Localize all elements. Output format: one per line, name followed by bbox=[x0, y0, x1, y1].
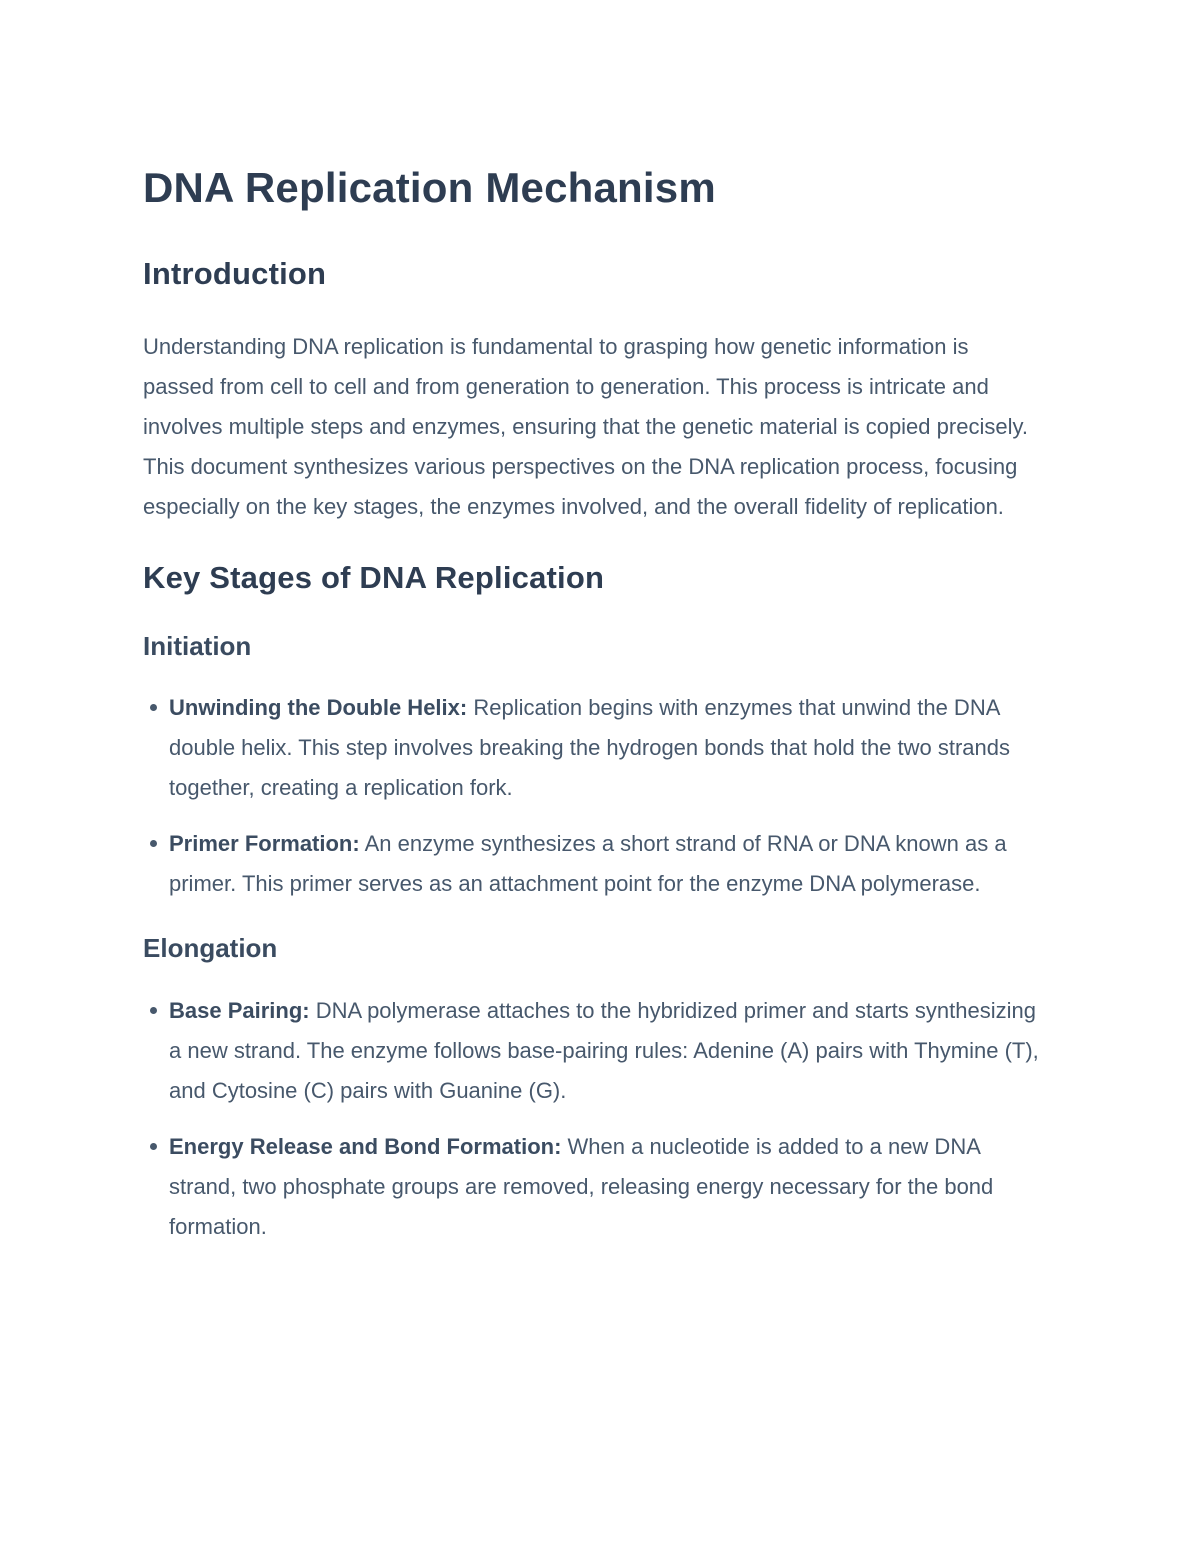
list-item: Base Pairing: DNA polymerase attaches to… bbox=[143, 991, 1055, 1111]
list-item-text: Base Pairing: DNA polymerase attaches to… bbox=[169, 991, 1049, 1111]
bullet-dot-icon bbox=[150, 1006, 157, 1014]
bullet-dot-icon bbox=[150, 840, 157, 848]
document-content: DNA Replication Mechanism Introduction U… bbox=[143, 163, 1055, 1247]
bullet-dot-icon bbox=[150, 1142, 157, 1150]
intro-heading: Introduction bbox=[143, 256, 327, 292]
elongation-bullet-list: Base Pairing: DNA polymerase attaches to… bbox=[143, 991, 1055, 1247]
list-item-body: DNA polymerase attaches to the hybridize… bbox=[169, 997, 1039, 1103]
list-item-lead: Energy Release and Bond Formation: bbox=[169, 1133, 562, 1159]
list-item-body: Replication begins with enzymes that unw… bbox=[169, 695, 1011, 801]
list-item-lead: Primer Formation: bbox=[169, 831, 360, 857]
intro-paragraph: Understanding DNA replication is fundame… bbox=[143, 333, 1028, 519]
subsection-heading-initiation: Initiation bbox=[143, 630, 252, 661]
bullet-dot-icon bbox=[150, 704, 157, 712]
subsection-heading-elongation: Elongation bbox=[143, 933, 278, 964]
list-item: Primer Formation: An enzyme synthesizes … bbox=[143, 824, 1055, 904]
list-item: Energy Release and Bond Formation: When … bbox=[143, 1127, 1055, 1247]
list-item-text: Energy Release and Bond Formation: When … bbox=[169, 1127, 1049, 1247]
list-item-lead: Base Pairing: bbox=[169, 997, 310, 1023]
key-stages-heading: Key Stages of DNA Replication bbox=[143, 559, 605, 595]
document-title: DNA Replication Mechanism bbox=[143, 164, 716, 211]
list-item-text: Primer Formation: An enzyme synthesizes … bbox=[169, 824, 1049, 904]
list-item: Unwinding the Double Helix: Replication … bbox=[143, 688, 1055, 808]
initiation-bullet-list: Unwinding the Double Helix: Replication … bbox=[143, 688, 1055, 904]
list-item-body: An enzyme synthesizes a short strand of … bbox=[169, 831, 1007, 897]
list-item-lead: Unwinding the Double Helix: bbox=[169, 695, 468, 721]
list-item-text: Unwinding the Double Helix: Replication … bbox=[169, 688, 1049, 808]
list-item-body: When a nucleotide is added to a new DNA … bbox=[169, 1133, 994, 1239]
